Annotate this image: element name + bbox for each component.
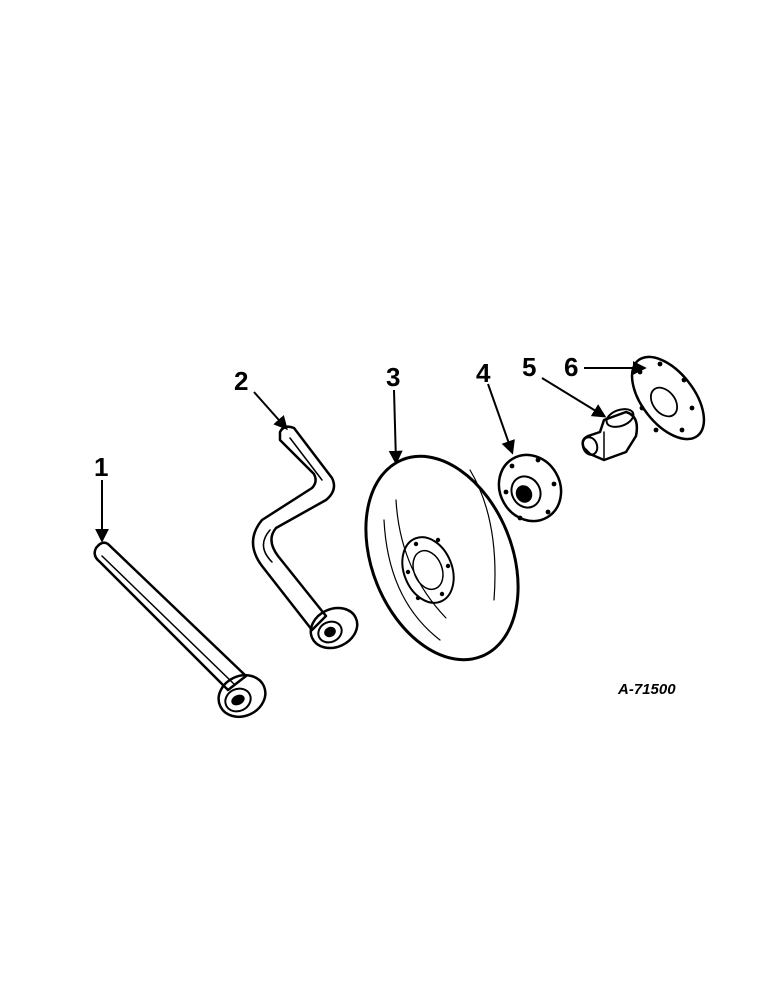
- part-6-hub-flange: [630, 355, 706, 441]
- part-4-bearing-flange: [497, 453, 563, 523]
- leader-2: [253, 391, 288, 431]
- drawing-reference: A-71500: [617, 681, 676, 698]
- callout-1: 1: [94, 452, 108, 482]
- callout-3: 3: [386, 362, 400, 392]
- callout-2: 2: [234, 366, 248, 396]
- leader-4: [487, 383, 515, 455]
- part-1-straight-arm: [93, 541, 267, 719]
- part-5-stub-shaft: [581, 408, 639, 462]
- callout-4: 4: [476, 358, 491, 388]
- leader-5: [541, 377, 607, 418]
- leader-lines: [95, 361, 647, 543]
- callout-6: 6: [564, 352, 578, 382]
- part-2-crank-arm: [251, 425, 359, 650]
- callout-5: 5: [522, 352, 536, 382]
- part-3-disc-blade: [364, 454, 520, 662]
- leader-3: [388, 389, 403, 465]
